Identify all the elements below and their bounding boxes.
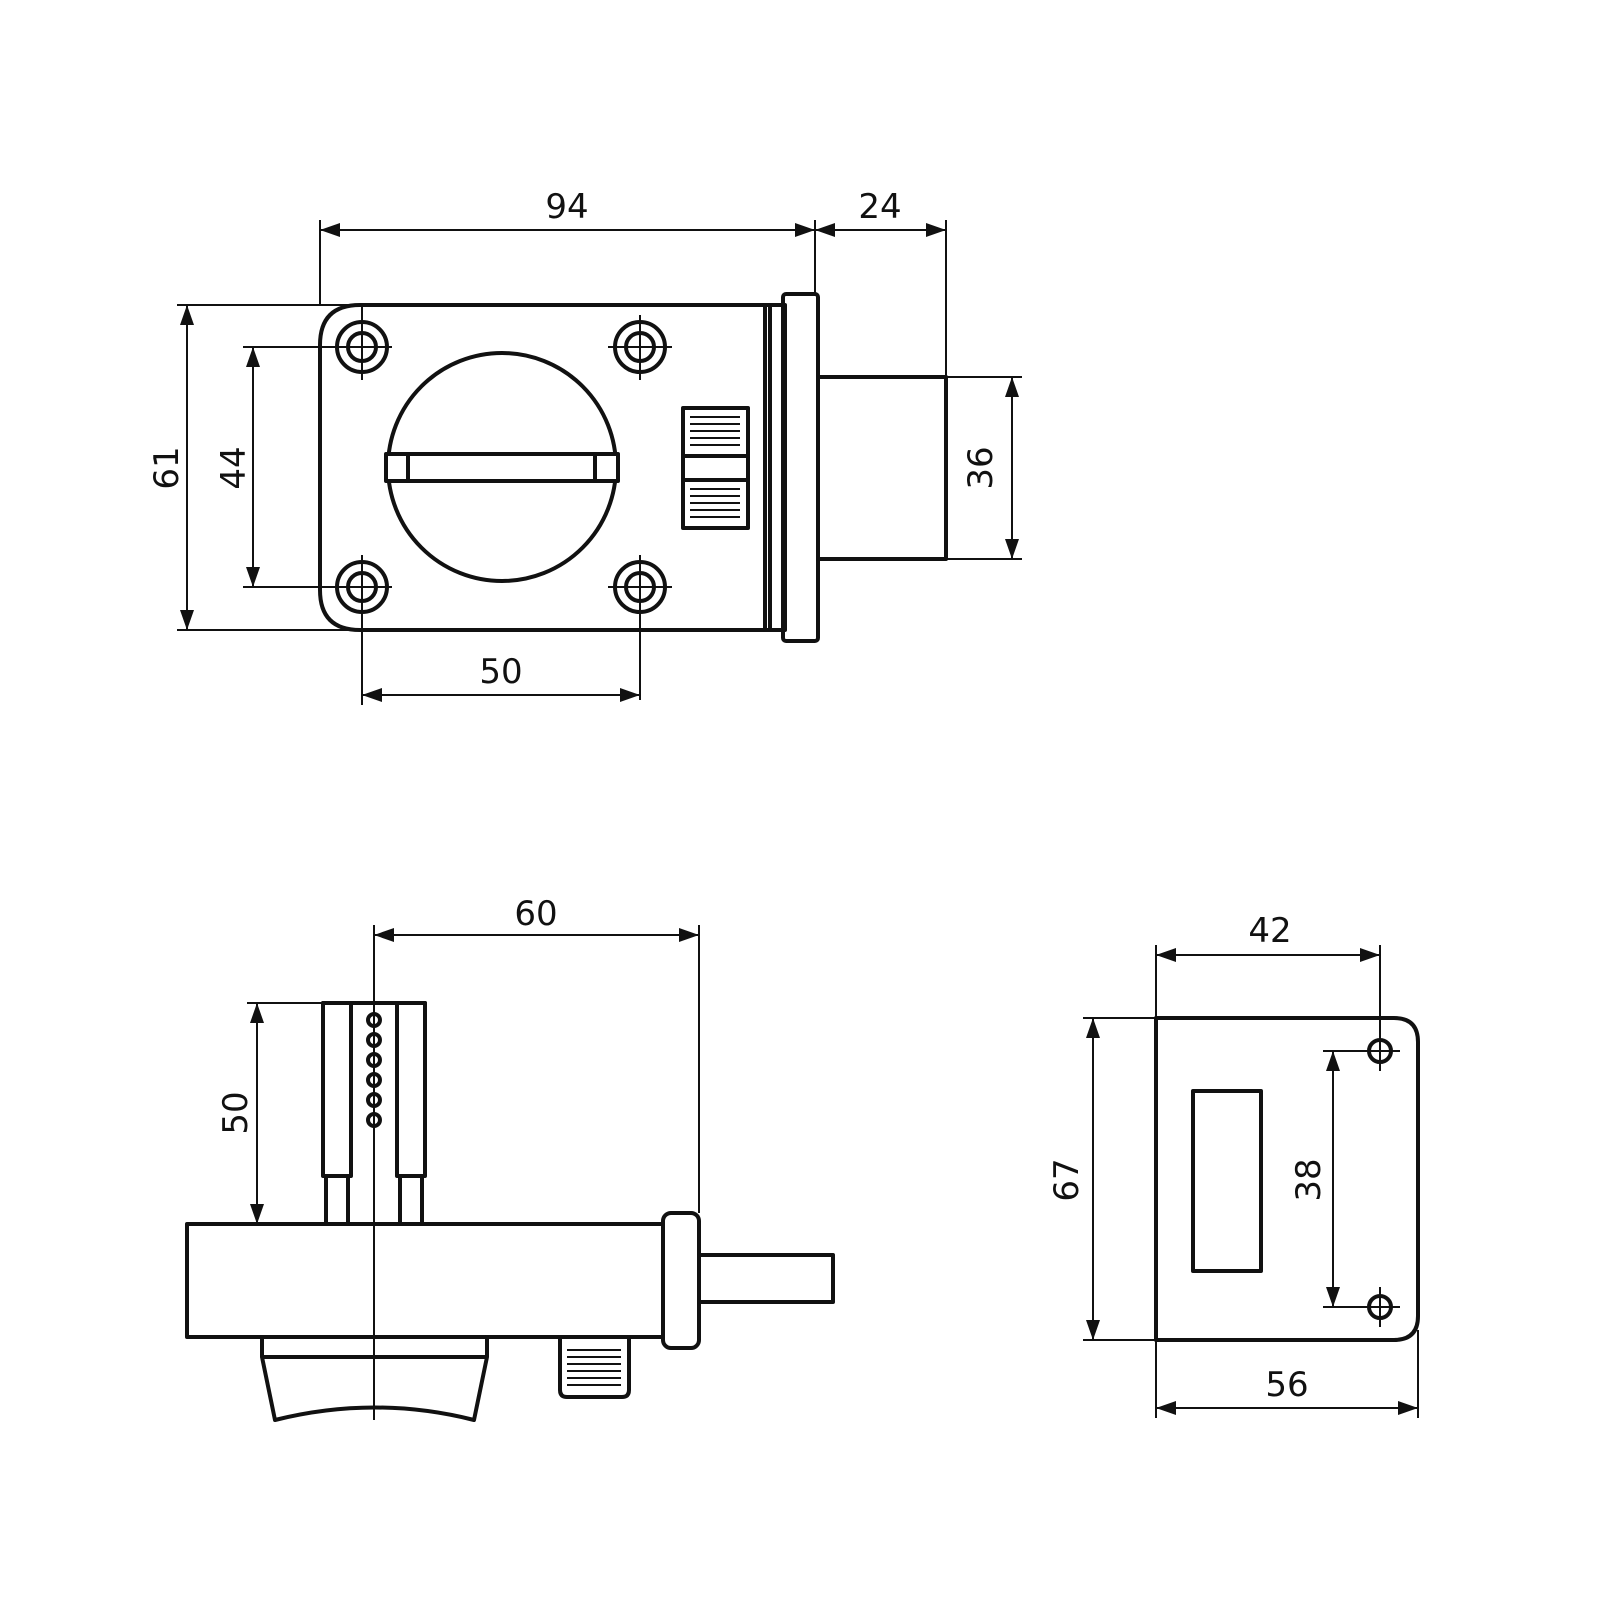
screw-hole-bottom-right: [608, 555, 672, 700]
spindle-left-lower: [324, 1174, 350, 1226]
strike-plate: [1154, 1016, 1420, 1342]
dimension-overall-width: 94: [319, 187, 816, 305]
dimension-strike-width-bottom: 56: [1155, 1330, 1419, 1418]
dim-label-24: 24: [858, 187, 901, 227]
indicator-window: [681, 406, 750, 530]
dim-label-94: 94: [545, 187, 588, 227]
dim-label-50-front: 50: [479, 652, 522, 692]
dimension-strike-hole-spacing: 38: [1289, 1050, 1369, 1308]
dim-label-38: 38: [1289, 1158, 1329, 1201]
front-view: 94 24 61 44: [147, 187, 1022, 705]
dim-label-36: 36: [961, 446, 1001, 489]
screw-hole-top-right: [608, 315, 672, 380]
dimension-spindle-length: 50: [216, 1002, 323, 1224]
bolt: [816, 375, 948, 561]
dimension-hole-spacing-horizontal: 50: [361, 630, 640, 705]
dimension-bolt-projection: 24: [815, 187, 947, 377]
face-plate: [781, 292, 820, 643]
dim-label-60: 60: [514, 894, 557, 934]
side-bolt: [697, 1253, 835, 1304]
dimension-overall-height: 61: [147, 304, 360, 631]
dimension-strike-height: 67: [1047, 1017, 1156, 1341]
dim-label-44: 44: [214, 446, 254, 489]
spindle-right: [395, 1001, 427, 1178]
spindle-right-lower: [398, 1174, 424, 1226]
side-indicator: [558, 1335, 631, 1399]
strike-hole-top: [1360, 945, 1400, 1071]
turn-knob-slot: [384, 452, 620, 483]
dimension-strike-width-top: 42: [1155, 911, 1380, 1018]
side-face-plate: [661, 1211, 701, 1350]
dim-label-50-side: 50: [216, 1091, 256, 1134]
dimension-side-length: 60: [374, 894, 700, 1213]
spindle-left: [321, 1001, 353, 1178]
dim-label-67: 67: [1047, 1158, 1087, 1201]
side-view: 60 50: [185, 894, 835, 1422]
dim-label-42: 42: [1248, 911, 1291, 951]
dim-label-61: 61: [147, 446, 187, 489]
dimension-bolt-height: 36: [946, 376, 1022, 560]
dim-label-56: 56: [1265, 1365, 1308, 1405]
side-body: [185, 1222, 665, 1339]
strike-plate-opening: [1191, 1089, 1263, 1273]
strike-plate-view: 42 67 38 56: [1047, 911, 1420, 1418]
dimension-hole-spacing-vertical: 44: [214, 346, 337, 588]
